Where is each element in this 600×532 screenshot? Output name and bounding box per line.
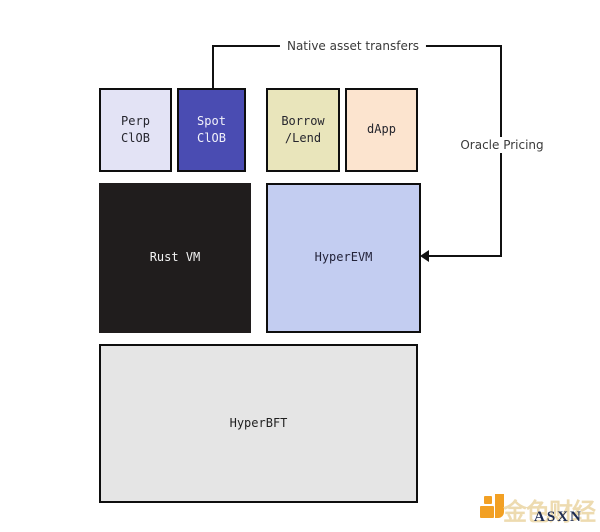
box-borrow-lend: Borrow /Lend xyxy=(266,88,340,172)
box-dapp: dApp xyxy=(345,88,418,172)
box-hyperbft: HyperBFT xyxy=(99,344,418,503)
box-hyperevm: HyperEVM xyxy=(266,183,421,333)
box-rust-vm: Rust VM xyxy=(99,183,251,333)
box-perp-clob: Perp ClOB xyxy=(99,88,172,172)
connector-oracle-arrow-line xyxy=(428,255,502,257)
box-spot-clob: Spot ClOB xyxy=(177,88,246,172)
oracle-pricing-label: Oracle Pricing xyxy=(453,137,551,153)
perp-clob-label: Perp ClOB xyxy=(121,113,150,145)
jinse-logo-stem xyxy=(495,494,504,518)
jinse-logo-dot xyxy=(484,496,492,504)
spot-clob-label: Spot ClOB xyxy=(197,113,226,145)
jinse-finance-wordmark: 金色财经 xyxy=(503,498,596,526)
rust-vm-label: Rust VM xyxy=(149,250,201,265)
arrowhead-into-hyperevm xyxy=(420,250,429,262)
hyperbft-label: HyperBFT xyxy=(229,415,288,430)
borrow-lend-label: Borrow /Lend xyxy=(281,113,325,145)
connector-spot-to-top-line xyxy=(212,45,214,88)
native-asset-transfers-label: Native asset transfers xyxy=(279,38,427,54)
jinse-logo-foot xyxy=(480,506,494,518)
dapp-label: dApp xyxy=(367,122,396,137)
hyperevm-label: HyperEVM xyxy=(314,250,373,265)
asxn-credit: ASXN xyxy=(534,509,583,525)
